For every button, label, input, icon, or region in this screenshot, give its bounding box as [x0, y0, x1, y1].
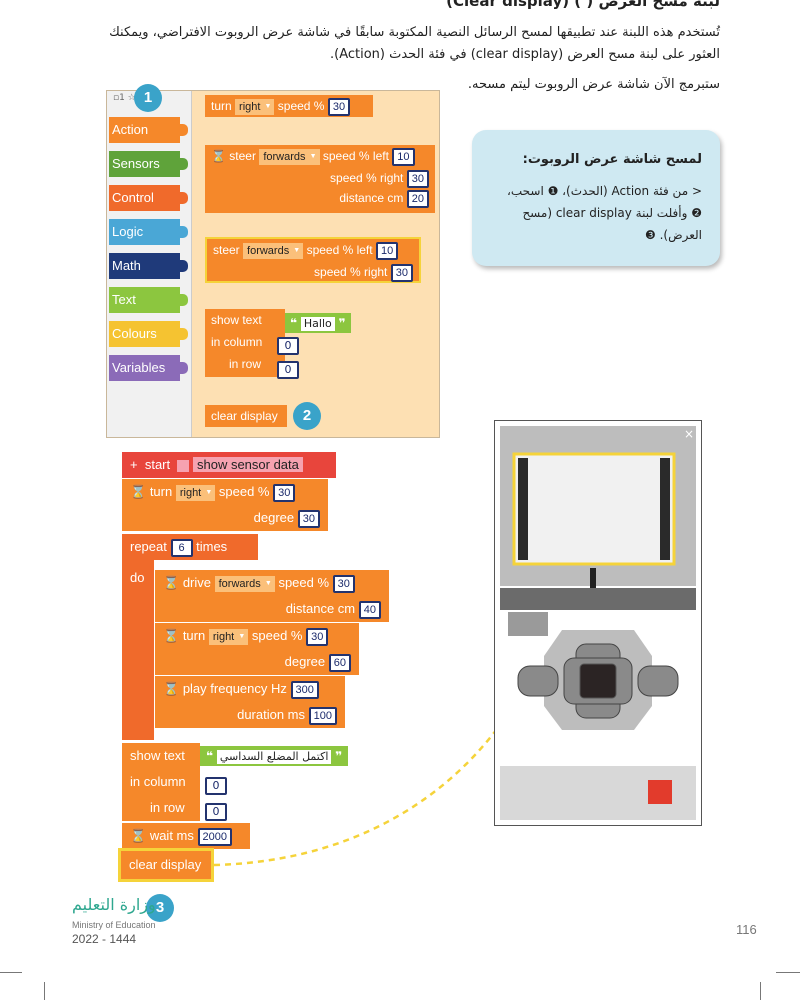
crop-mark: [44, 982, 45, 1000]
instruction-paragraph: ستبرمج الآن شاشة عرض الروبوت ليتم مسحه.: [467, 77, 720, 92]
turn-block[interactable]: turn right speed % 30: [205, 95, 373, 117]
left-speed-value[interactable]: 10: [392, 147, 415, 166]
program-show-text-block[interactable]: show text in column in row: [122, 743, 200, 821]
speed-value[interactable]: 30: [327, 97, 351, 116]
step-2-badge: 2: [293, 402, 321, 430]
step-3-badge: 3: [146, 894, 174, 922]
category-sensors[interactable]: Sensors: [109, 151, 188, 177]
svg-text:×: ×: [684, 427, 694, 441]
tip-line-1: < من فئة Action (الحدث)، ❶ اسحب،: [506, 184, 702, 198]
drive-direction[interactable]: forwards: [214, 575, 275, 592]
row-value[interactable]: 0: [277, 360, 299, 379]
steer-block[interactable]: ⌛ steer forwards speed % left 10 speed %…: [205, 145, 435, 213]
drive-speed[interactable]: 30: [332, 574, 355, 593]
sensor-checkbox[interactable]: [177, 459, 190, 472]
program-turn-direction[interactable]: right: [175, 484, 216, 501]
steer-block-highlighted[interactable]: steer forwards speed % left 10 speed % r…: [205, 237, 421, 283]
turn-block-2[interactable]: ⌛ turn right speed % 30 degree 60: [155, 623, 359, 675]
tip-box: لمسح شاشة عرض الروبوت: < من فئة Action (…: [472, 130, 720, 266]
drive-distance[interactable]: 40: [358, 600, 381, 619]
text-string-block[interactable]: ❝ Hallo ❞: [285, 313, 351, 333]
steer2-direction-dropdown[interactable]: forwards: [243, 242, 304, 259]
turn2-speed[interactable]: 30: [306, 627, 329, 646]
repeat-count[interactable]: 6: [170, 538, 193, 557]
steer2-left-value[interactable]: 10: [375, 241, 399, 260]
virtual-robot: ×: [493, 419, 703, 827]
tip-line-2: ❷ وأفلت لبنة clear display (مسح: [522, 206, 702, 220]
right-speed-value[interactable]: 30: [406, 169, 429, 188]
show-text-block[interactable]: show text in column in row: [205, 309, 285, 377]
column-value[interactable]: 0: [277, 336, 299, 355]
tip-body: < من فئة Action (الحدث)، ❶ اسحب، ❷ وأفلت…: [482, 180, 702, 246]
turn2-direction[interactable]: right: [208, 628, 249, 645]
ministry-text: Ministry of Education: [72, 920, 156, 930]
category-logic[interactable]: Logic: [109, 219, 188, 245]
repeat-block[interactable]: repeat 6 times: [122, 534, 258, 560]
arabic-string-block[interactable]: ❝ اكتمل المضلع السداسي ❞: [200, 746, 349, 766]
program-turn-degree[interactable]: 30: [297, 509, 320, 528]
section-heading: لبنة مسح العرض ( ) (Clear display): [446, 0, 720, 10]
ministry-logo: وزارة التعليم: [72, 895, 156, 914]
arabic-string[interactable]: اكتمل المضلع السداسي: [216, 749, 332, 764]
program-turn-speed[interactable]: 30: [273, 483, 296, 502]
palette-tabs[interactable]: ▫1 ☆2: [113, 93, 142, 103]
steer2-right-value[interactable]: 30: [390, 263, 413, 282]
category-colours[interactable]: Colours: [109, 321, 188, 347]
hallo-string[interactable]: Hallo: [300, 316, 335, 331]
crop-mark: [760, 982, 761, 1000]
start-block[interactable]: + start show sensor data: [122, 452, 336, 478]
turn-degree-block[interactable]: ⌛ turn right speed % 30 degree 30: [122, 479, 328, 531]
program-clear-display-block[interactable]: clear display: [118, 848, 214, 882]
step-1-badge: 1: [134, 84, 162, 112]
program-row-value[interactable]: 0: [205, 802, 227, 821]
category-control[interactable]: Control: [109, 185, 188, 211]
show-sensor-label: show sensor data: [192, 457, 303, 472]
do-label: do: [130, 570, 145, 585]
repeat-body-bar: [122, 534, 154, 740]
category-math[interactable]: Math: [109, 253, 188, 279]
editor-panel: ▫1 ☆2 Action Sensors Control Logic Math …: [106, 90, 440, 438]
turn2-degree[interactable]: 60: [328, 653, 351, 672]
intro-paragraph: تُستخدم هذه اللبنة عند تطبيقها لمسح الرس…: [109, 25, 720, 62]
tip-line-3: العرض). ❸: [645, 228, 702, 242]
category-text[interactable]: Text: [109, 287, 188, 313]
drive-block[interactable]: ⌛ drive forwards speed % 30 distance cm …: [155, 570, 389, 622]
duration-value[interactable]: 100: [308, 706, 337, 725]
direction-dropdown[interactable]: right: [235, 98, 275, 115]
edition-year: 2022 - 1444: [72, 932, 137, 946]
block-palette: ▫1 ☆2 Action Sensors Control Logic Math …: [107, 91, 192, 437]
distance-value[interactable]: 20: [406, 189, 429, 208]
program-column-value[interactable]: 0: [205, 776, 227, 795]
wait-value[interactable]: 2000: [197, 827, 232, 846]
page-number: 116: [736, 922, 757, 937]
crop-mark: [776, 972, 800, 973]
hourglass-icon: ⌛: [211, 149, 226, 163]
category-variables[interactable]: Variables: [109, 355, 188, 381]
steer-direction-dropdown[interactable]: forwards: [259, 148, 320, 165]
play-tone-block[interactable]: ⌛ play frequency Hz 300 duration ms 100: [155, 676, 345, 728]
clear-display-block[interactable]: clear display: [205, 405, 287, 427]
tip-title: لمسح شاشة عرض الروبوت:: [522, 152, 702, 167]
category-action[interactable]: Action: [109, 117, 188, 143]
crop-mark: [0, 972, 22, 973]
frequency-value[interactable]: 300: [290, 680, 319, 699]
wait-block[interactable]: ⌛ wait ms 2000: [122, 823, 250, 849]
